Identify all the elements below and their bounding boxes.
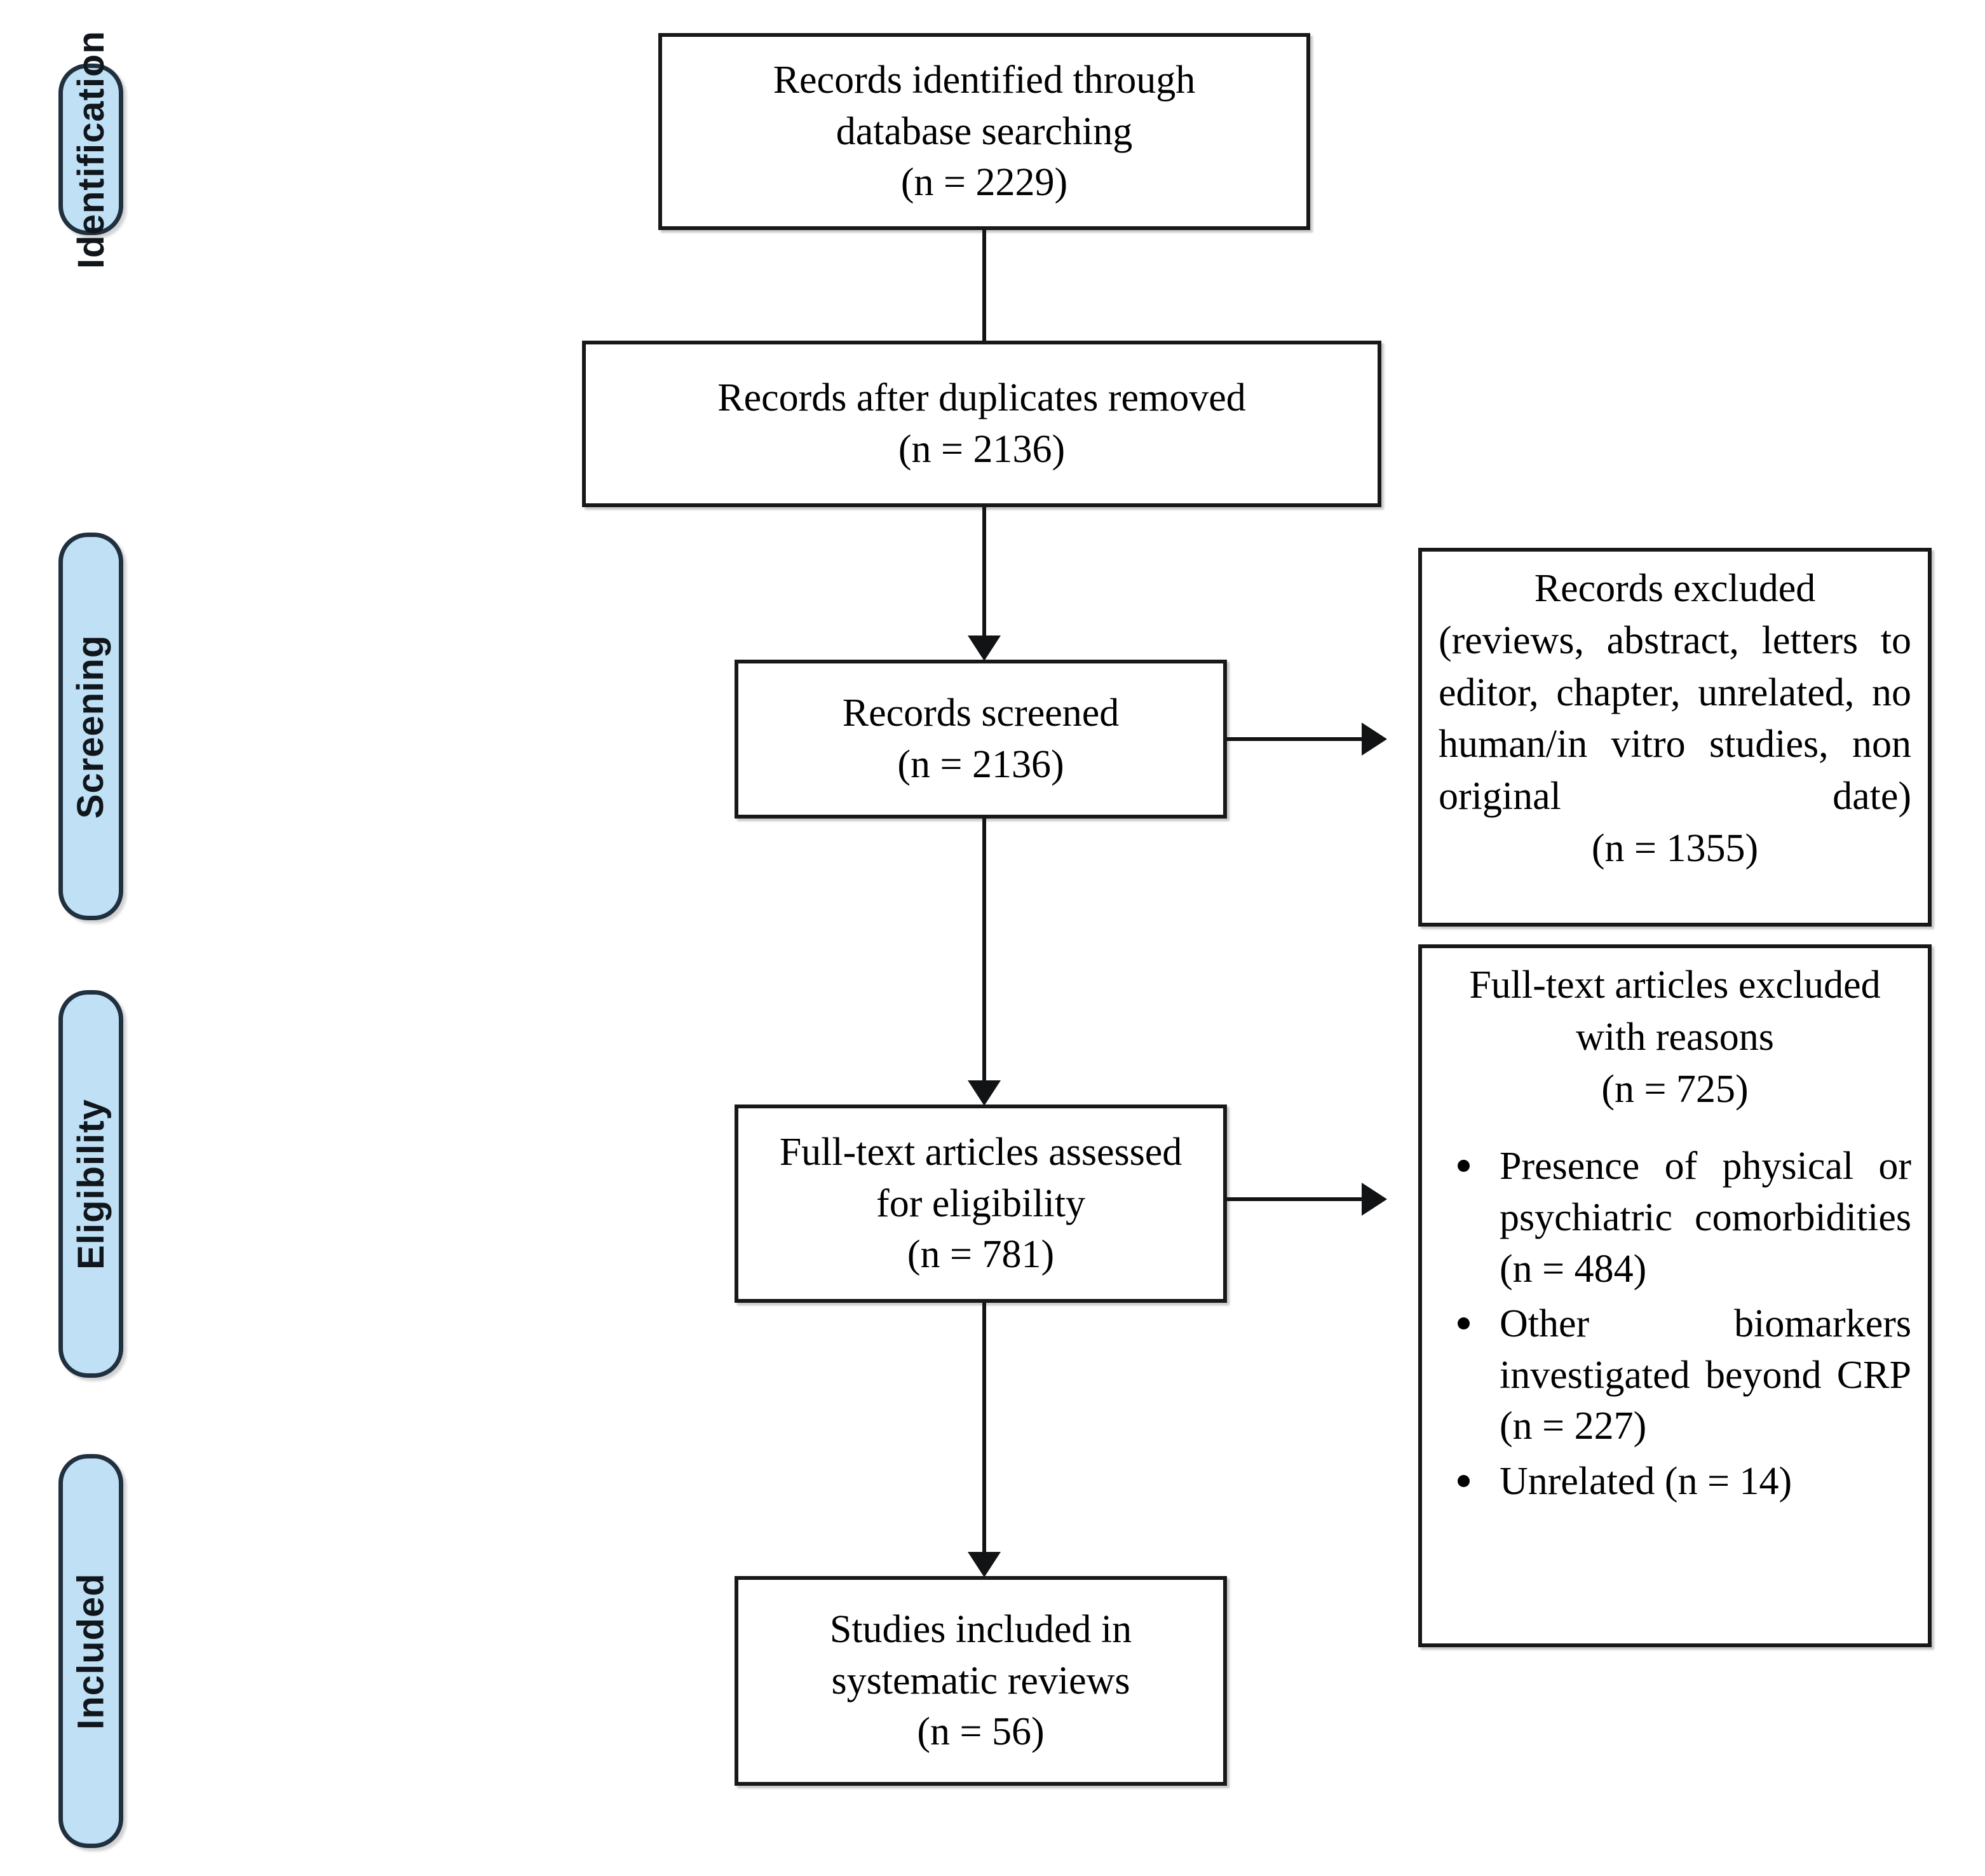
arrowhead-duplicates-to-screened xyxy=(968,636,1001,661)
box-fulltext-assessed: Full-text articles assessed for eligibil… xyxy=(735,1105,1227,1303)
list-item-label: Other biomarkers investigated beyond CRP… xyxy=(1500,1302,1911,1448)
stage-label-identification: Identification xyxy=(70,30,112,269)
bullet-icon xyxy=(1458,1160,1470,1172)
arrowhead-screened-to-excluded xyxy=(1362,723,1387,756)
box-studies-included-line-1: Studies included in xyxy=(829,1608,1132,1652)
list-item-label: Unrelated (n = 14) xyxy=(1500,1460,1792,1504)
box-fulltext-excluded: Full-text articles excluded with reasons… xyxy=(1418,944,1932,1647)
connector-screened-to-excluded xyxy=(1227,737,1362,741)
box-fulltext-excluded-count: (n = 725) xyxy=(1601,1067,1749,1111)
box-records-identified-line-3: (n = 2229) xyxy=(900,161,1068,205)
arrowhead-assessed-to-included xyxy=(968,1552,1001,1577)
connector-identified-to-duplicates xyxy=(982,230,986,341)
bullet-icon xyxy=(1458,1475,1470,1488)
box-fulltext-assessed-line-1: Full-text articles assessed xyxy=(779,1131,1182,1174)
box-fulltext-assessed-line-2: for eligibility xyxy=(876,1181,1085,1225)
bullet-icon xyxy=(1458,1317,1470,1330)
box-records-identified: Records identified through database sear… xyxy=(658,33,1310,230)
box-records-excluded-count: (n = 1355) xyxy=(1591,827,1759,871)
box-records-after-duplicates-line-2: (n = 2136) xyxy=(898,428,1066,471)
list-item: Presence of physical or psychiatric como… xyxy=(1458,1141,1911,1295)
box-fulltext-assessed-line-3: (n = 781) xyxy=(907,1233,1055,1277)
stage-label-included: Included xyxy=(70,1572,112,1730)
box-studies-included-line-2: systematic reviews xyxy=(831,1659,1130,1703)
stage-label-eligibility: Eligibility xyxy=(70,1098,112,1270)
list-item-label: Presence of physical or psychiatric como… xyxy=(1500,1145,1911,1291)
box-records-excluded-body: (reviews, abstract, letters to editor, c… xyxy=(1439,618,1911,819)
box-studies-included-line-3: (n = 56) xyxy=(917,1710,1045,1754)
connector-duplicates-to-screened xyxy=(982,507,986,648)
connector-screened-to-fulltext xyxy=(982,819,986,1096)
stage-pill-identification: Identification xyxy=(58,31,123,268)
box-fulltext-excluded-heading-1: Full-text articles excluded xyxy=(1469,963,1881,1007)
box-records-identified-line-2: database searching xyxy=(836,109,1133,153)
arrowhead-screened-to-fulltext xyxy=(968,1080,1001,1106)
box-fulltext-excluded-heading-2: with reasons xyxy=(1576,1015,1774,1059)
box-records-excluded-heading: Records excluded xyxy=(1534,567,1816,610)
arrowhead-assessed-to-fulltext-excluded xyxy=(1362,1183,1387,1216)
box-records-after-duplicates-line-1: Records after duplicates removed xyxy=(717,376,1246,420)
connector-assessed-to-included xyxy=(982,1303,986,1567)
stage-label-screening: Screening xyxy=(70,634,112,819)
stage-pill-eligibility: Eligibility xyxy=(58,990,123,1378)
box-records-screened-line-1: Records screened xyxy=(842,691,1120,735)
list-item: Other biomarkers investigated beyond CRP… xyxy=(1458,1298,1911,1452)
connector-assessed-to-fulltext-excluded xyxy=(1227,1197,1362,1201)
box-records-excluded: Records excluded (reviews, abstract, let… xyxy=(1418,548,1932,927)
list-item: Unrelated (n = 14) xyxy=(1458,1456,1911,1507)
box-records-screened-line-2: (n = 2136) xyxy=(897,743,1064,786)
stage-pill-screening: Screening xyxy=(58,533,123,920)
fulltext-exclusion-reason-list: Presence of physical or psychiatric como… xyxy=(1439,1141,1911,1507)
box-records-identified-line-1: Records identified through xyxy=(773,58,1196,102)
box-records-after-duplicates: Records after duplicates removed (n = 21… xyxy=(582,341,1381,507)
box-studies-included: Studies included in systematic reviews (… xyxy=(735,1576,1227,1786)
stage-pill-included: Included xyxy=(58,1454,123,1848)
box-records-screened: Records screened (n = 2136) xyxy=(735,660,1227,819)
